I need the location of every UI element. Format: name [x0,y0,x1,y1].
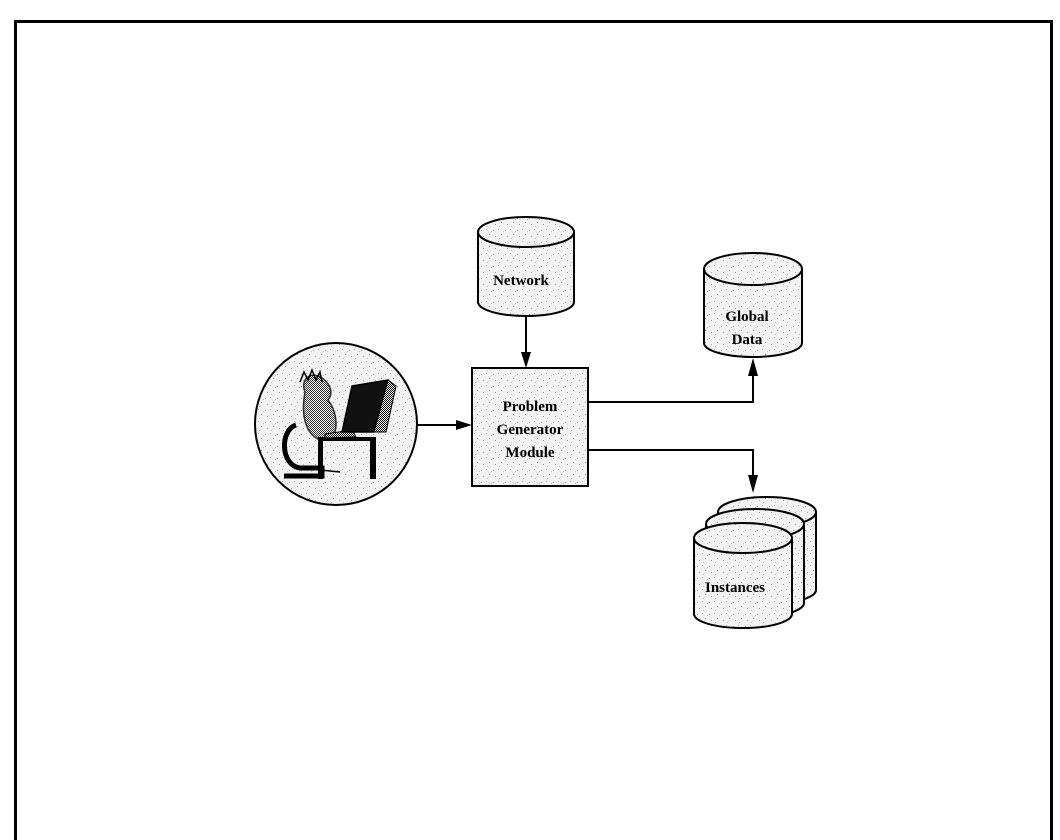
instances-database-stack[interactable]: Instances [693,496,817,629]
network-label: Network [493,273,549,289]
edge-user-to-module [417,420,472,430]
arrowhead-icon [748,475,758,493]
arrowhead-icon [748,358,758,376]
arrowhead-icon [456,420,472,430]
diagram-canvas: Network Problem Generator Module Global … [254,216,817,629]
edge-module-to-global-data [588,358,758,403]
module-label-line-2: Generator [497,422,564,438]
edge-module-to-instances [588,449,758,493]
module-label-line-1: Problem [503,399,558,415]
user-at-computer-icon [282,367,397,479]
edge-network-to-module [521,316,531,368]
module-label-line-3: Module [505,445,555,461]
instances-label: Instances [705,580,765,596]
figure-frame [14,20,1053,840]
global-data-label-line-2: Data [732,332,763,348]
arrowhead-icon [521,352,531,368]
network-database[interactable]: Network [477,216,575,317]
global-data-database[interactable]: Global Data [703,252,803,358]
user-node[interactable] [254,342,418,506]
global-data-label-line-1: Global [725,309,768,325]
problem-generator-module[interactable]: Problem Generator Module [471,367,589,487]
